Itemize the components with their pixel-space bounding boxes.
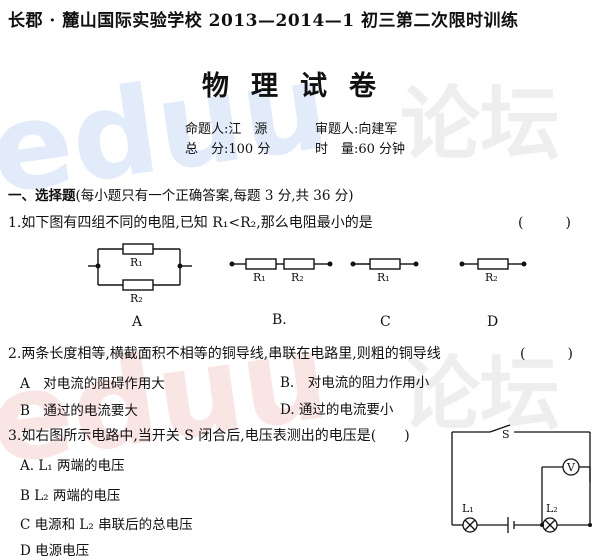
resistor-label: R₂ [130,292,143,305]
q2-option-d: D. 通过的电流要小 [280,402,394,418]
resistor-label: R₂ [485,271,498,284]
lamp-label: L₂ [546,502,558,515]
q3-option-a: A. L₁ 两端的电压 [20,458,125,474]
q2-option-c: B 通过的电流要大 [20,403,138,419]
option-b-label: B. [272,312,287,328]
time-label: 时 量:60 分钟 [315,142,406,157]
paper-title: 物理试卷 [202,71,398,102]
question-1-text: 1.如下图有四组不同的电阻,已知 R₁<R₂,那么电阻最小的是 [8,215,373,231]
option-d-label: D [487,314,499,330]
switch-label: S [502,428,510,441]
question-3-text: 3.如右图所示电路中,当开关 S 闭合后,电压表测出的电压是( ) [8,428,410,444]
author-label: 命题人:江 源 [185,122,268,137]
q3-option-b: B L₂ 两端的电压 [20,488,121,504]
q3-circuit-diagram: S V L₁ L₂ [451,424,592,533]
voltmeter-label: V [566,461,576,474]
option-a-label: A [132,314,143,330]
resistor-label: R₁ [130,256,143,269]
answer-blank: ( ) [518,215,571,231]
q3-option-c: C 电源和 L₂ 串联后的总电压 [20,517,193,533]
lamp-label: L₁ [462,502,474,515]
question-2-text: 2.两条长度相等,横截面积不相等的铜导线,串联在电路里,则粗的铜导线 [8,346,441,362]
q2-option-b: B. 对电流的阻力作用小 [280,375,430,391]
section-heading: 一、选择题(每小题只有一个正确答案,每题 3 分,共 36 分) [8,184,354,204]
resistor-label: R₁ [377,271,390,284]
option-c-label: C [380,314,391,330]
section-title: 一、选择题 [8,188,76,204]
q3-option-d: D 电源电压 [20,543,90,559]
section-note: (每小题只有一个正确答案,每题 3 分,共 36 分) [75,188,354,204]
reviewer-label: 审题人:向建军 [315,122,398,137]
q1-circuit-diagrams: R₁ R₂ R₁ R₂ R₁ R₂ [88,243,527,305]
q2-option-a: A 对电流的阻碍作用大 [20,376,165,392]
header-title: 长郡 · 麓山国际实验学校 2013—2014—1 初三第二次限时训练 [8,11,519,31]
resistor-label: R₂ [291,271,304,284]
answer-blank: ( ) [520,346,573,362]
resistor-label: R₁ [253,271,266,284]
total-score-label: 总 分:100 分 [185,142,271,157]
